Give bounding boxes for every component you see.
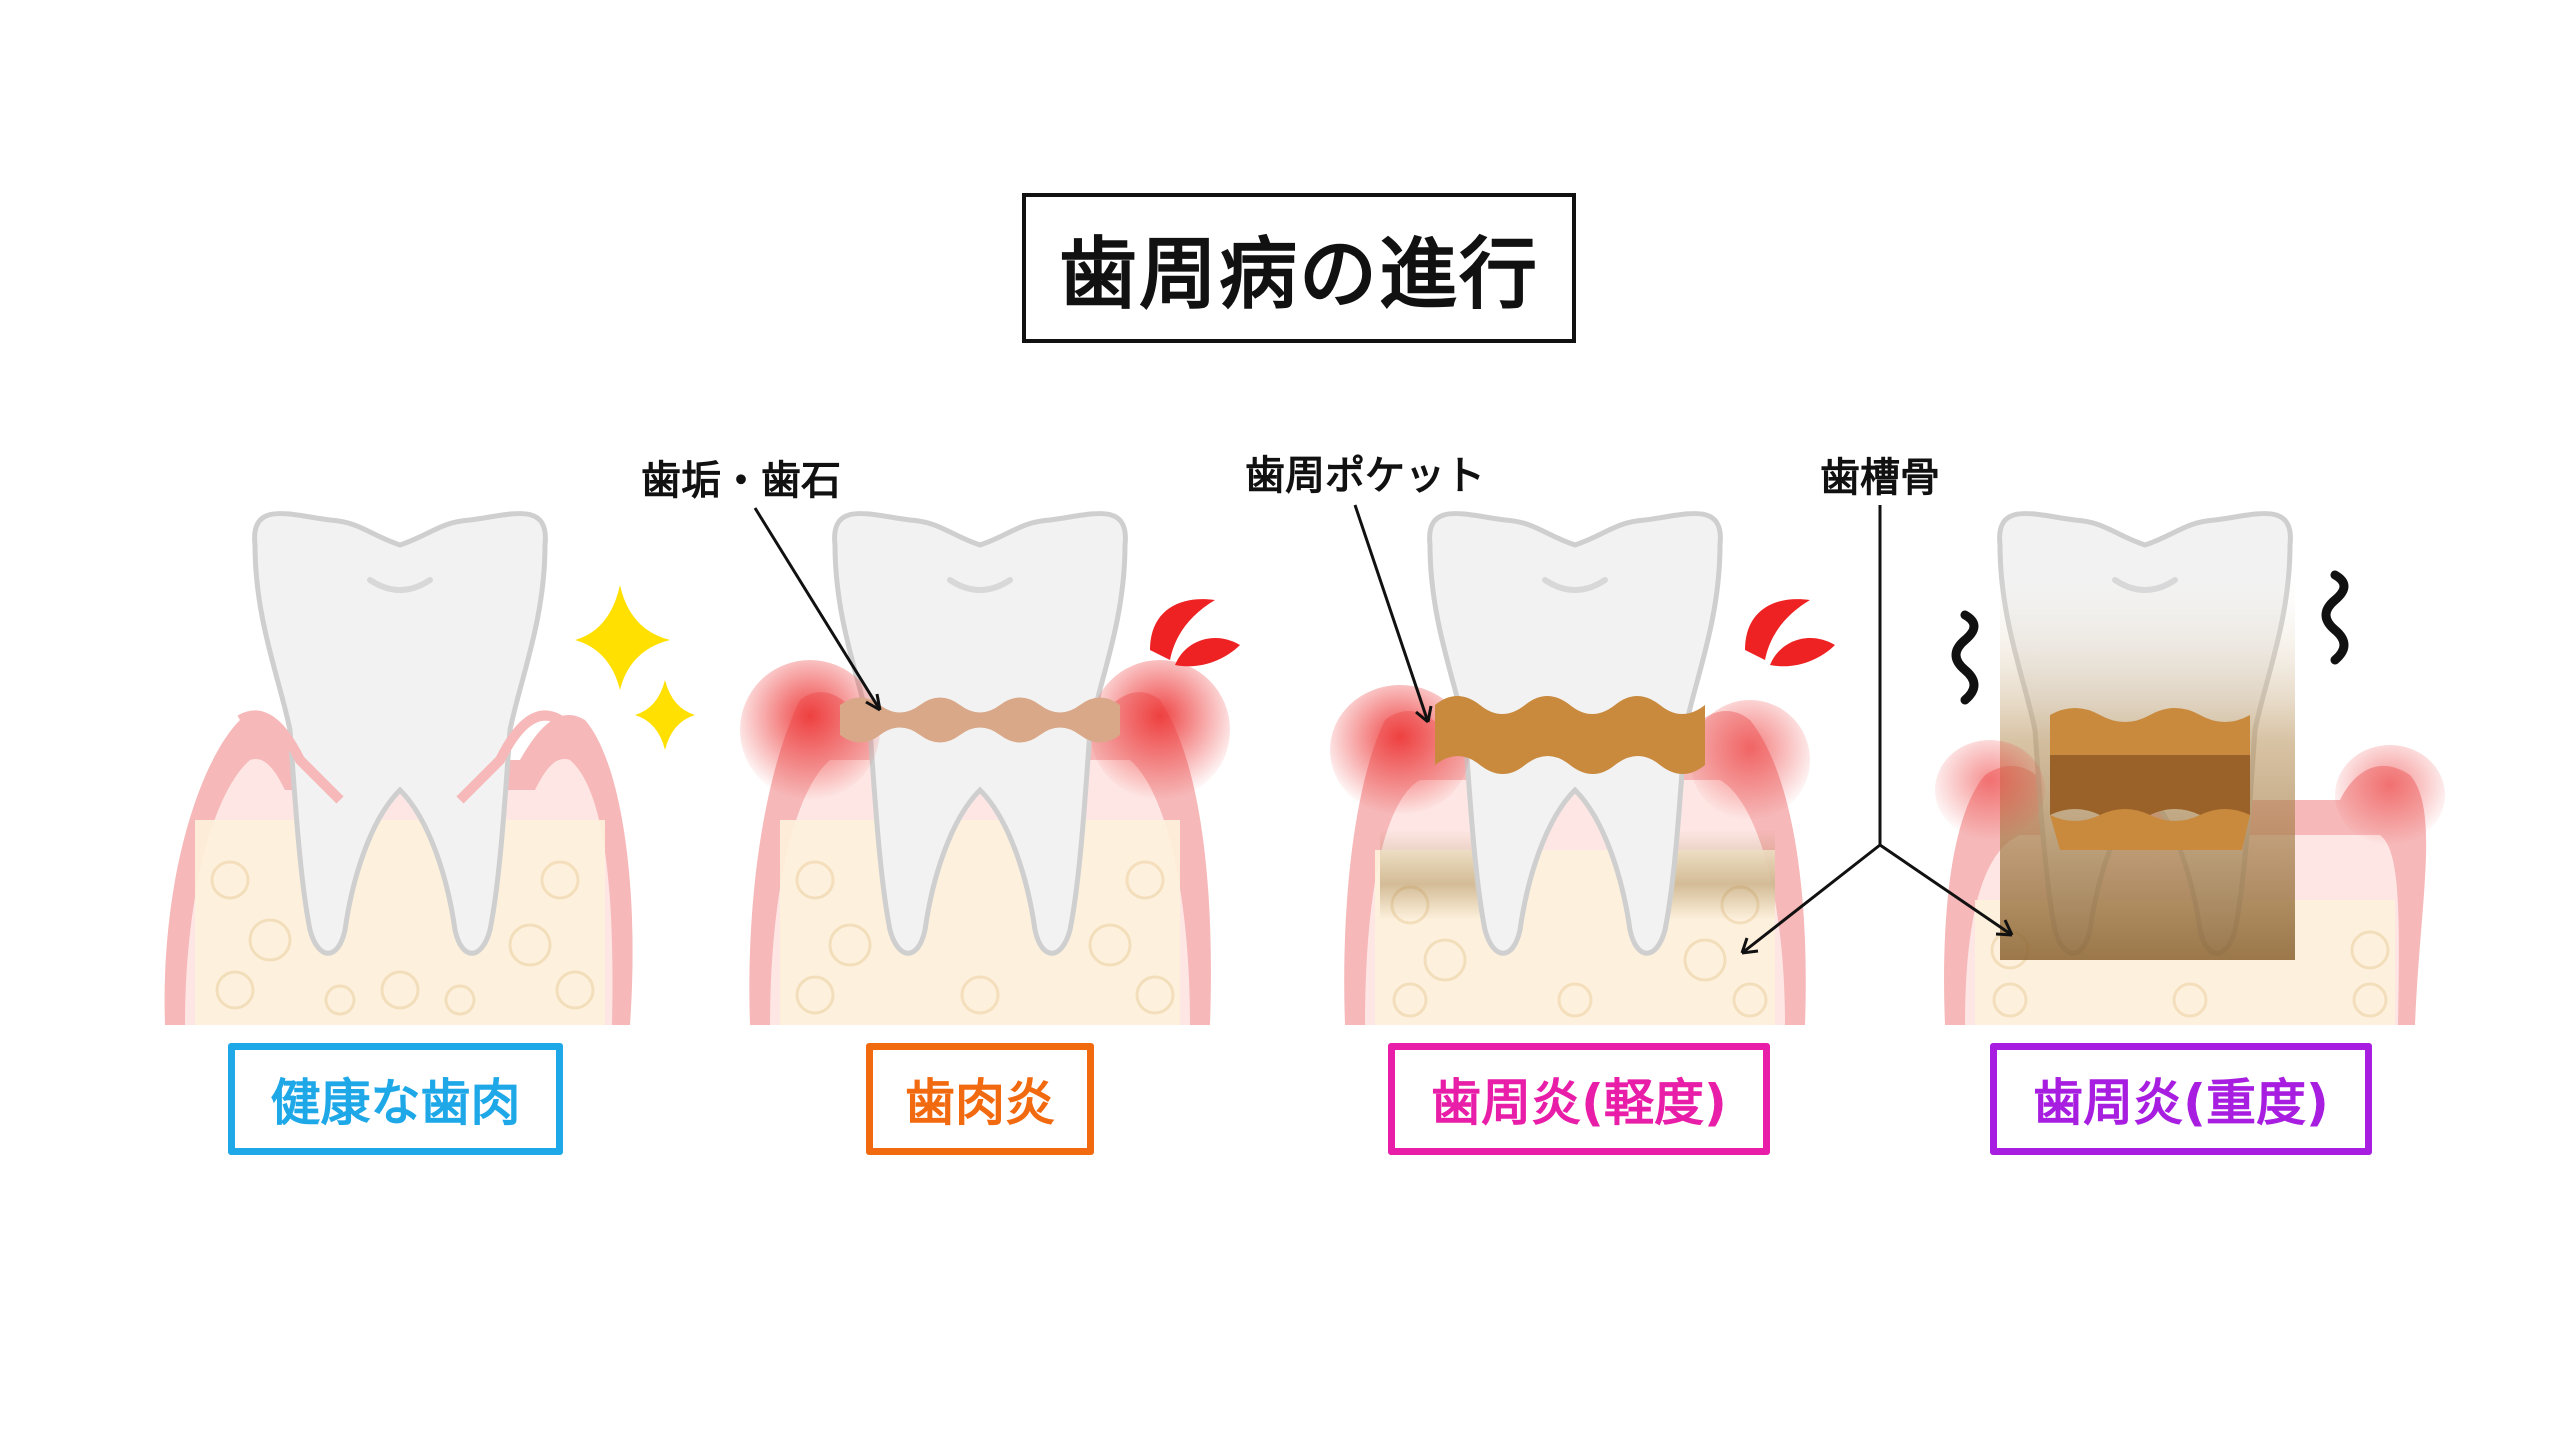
stage-3-illustration	[1330, 511, 1835, 1025]
sparkle-icon	[635, 680, 695, 750]
sparkle-icon	[575, 585, 670, 690]
callout-plaque-tartar: 歯垢・歯石	[641, 458, 841, 504]
bone-pointer-left	[1741, 843, 1881, 955]
bone-1	[195, 820, 605, 1025]
wobble-icon	[2321, 570, 2349, 665]
gum-line-1	[237, 710, 563, 804]
pain-splash-icon	[1150, 599, 1215, 660]
callout-periodontal-pocket: 歯周ポケット	[1245, 453, 1485, 499]
stage-1-illustration	[164, 511, 695, 1025]
inflamed-gum-left	[740, 660, 880, 800]
plaque-pointer	[753, 507, 882, 711]
tartar-band	[1435, 696, 1705, 774]
bone-2	[780, 820, 1180, 1025]
stage-label-1-text: 健康な歯肉	[270, 1074, 521, 1132]
callout-lines	[753, 504, 2014, 955]
stage-2-illustration	[740, 511, 1240, 1025]
stage-label-4: 歯周炎(重度)	[1990, 1043, 2372, 1155]
page-title: 歯周病の進行	[1058, 230, 1539, 320]
severe-tartar	[2050, 708, 2250, 755]
stage-label-2: 歯肉炎	[866, 1043, 1094, 1155]
pain-splash-icon	[1770, 637, 1835, 667]
pain-splash-icon	[1745, 599, 1810, 660]
pain-splash-icon	[1175, 637, 1240, 667]
bone-pointer-right	[1879, 843, 2013, 937]
plaque-band	[840, 697, 1120, 743]
tooth-2	[832, 511, 1128, 956]
stage-label-3-text: 歯周炎(軽度)	[1431, 1074, 1727, 1132]
wobble-icon	[1951, 610, 1979, 705]
stage-label-4-text: 歯周炎(重度)	[2033, 1074, 2329, 1132]
tooth-1	[252, 511, 548, 956]
stage-label-1: 健康な歯肉	[228, 1043, 563, 1155]
callout-alveolar-bone: 歯槽骨	[1820, 455, 1940, 501]
stage-label-3: 歯周炎(軽度)	[1388, 1043, 1770, 1155]
inflamed-gum-right	[1090, 660, 1230, 800]
stage-4-illustration	[1935, 511, 2445, 1025]
pocket-pointer	[1353, 504, 1430, 723]
stage-label-2-text: 歯肉炎	[905, 1074, 1055, 1132]
title-box: 歯周病の進行	[1022, 193, 1576, 343]
